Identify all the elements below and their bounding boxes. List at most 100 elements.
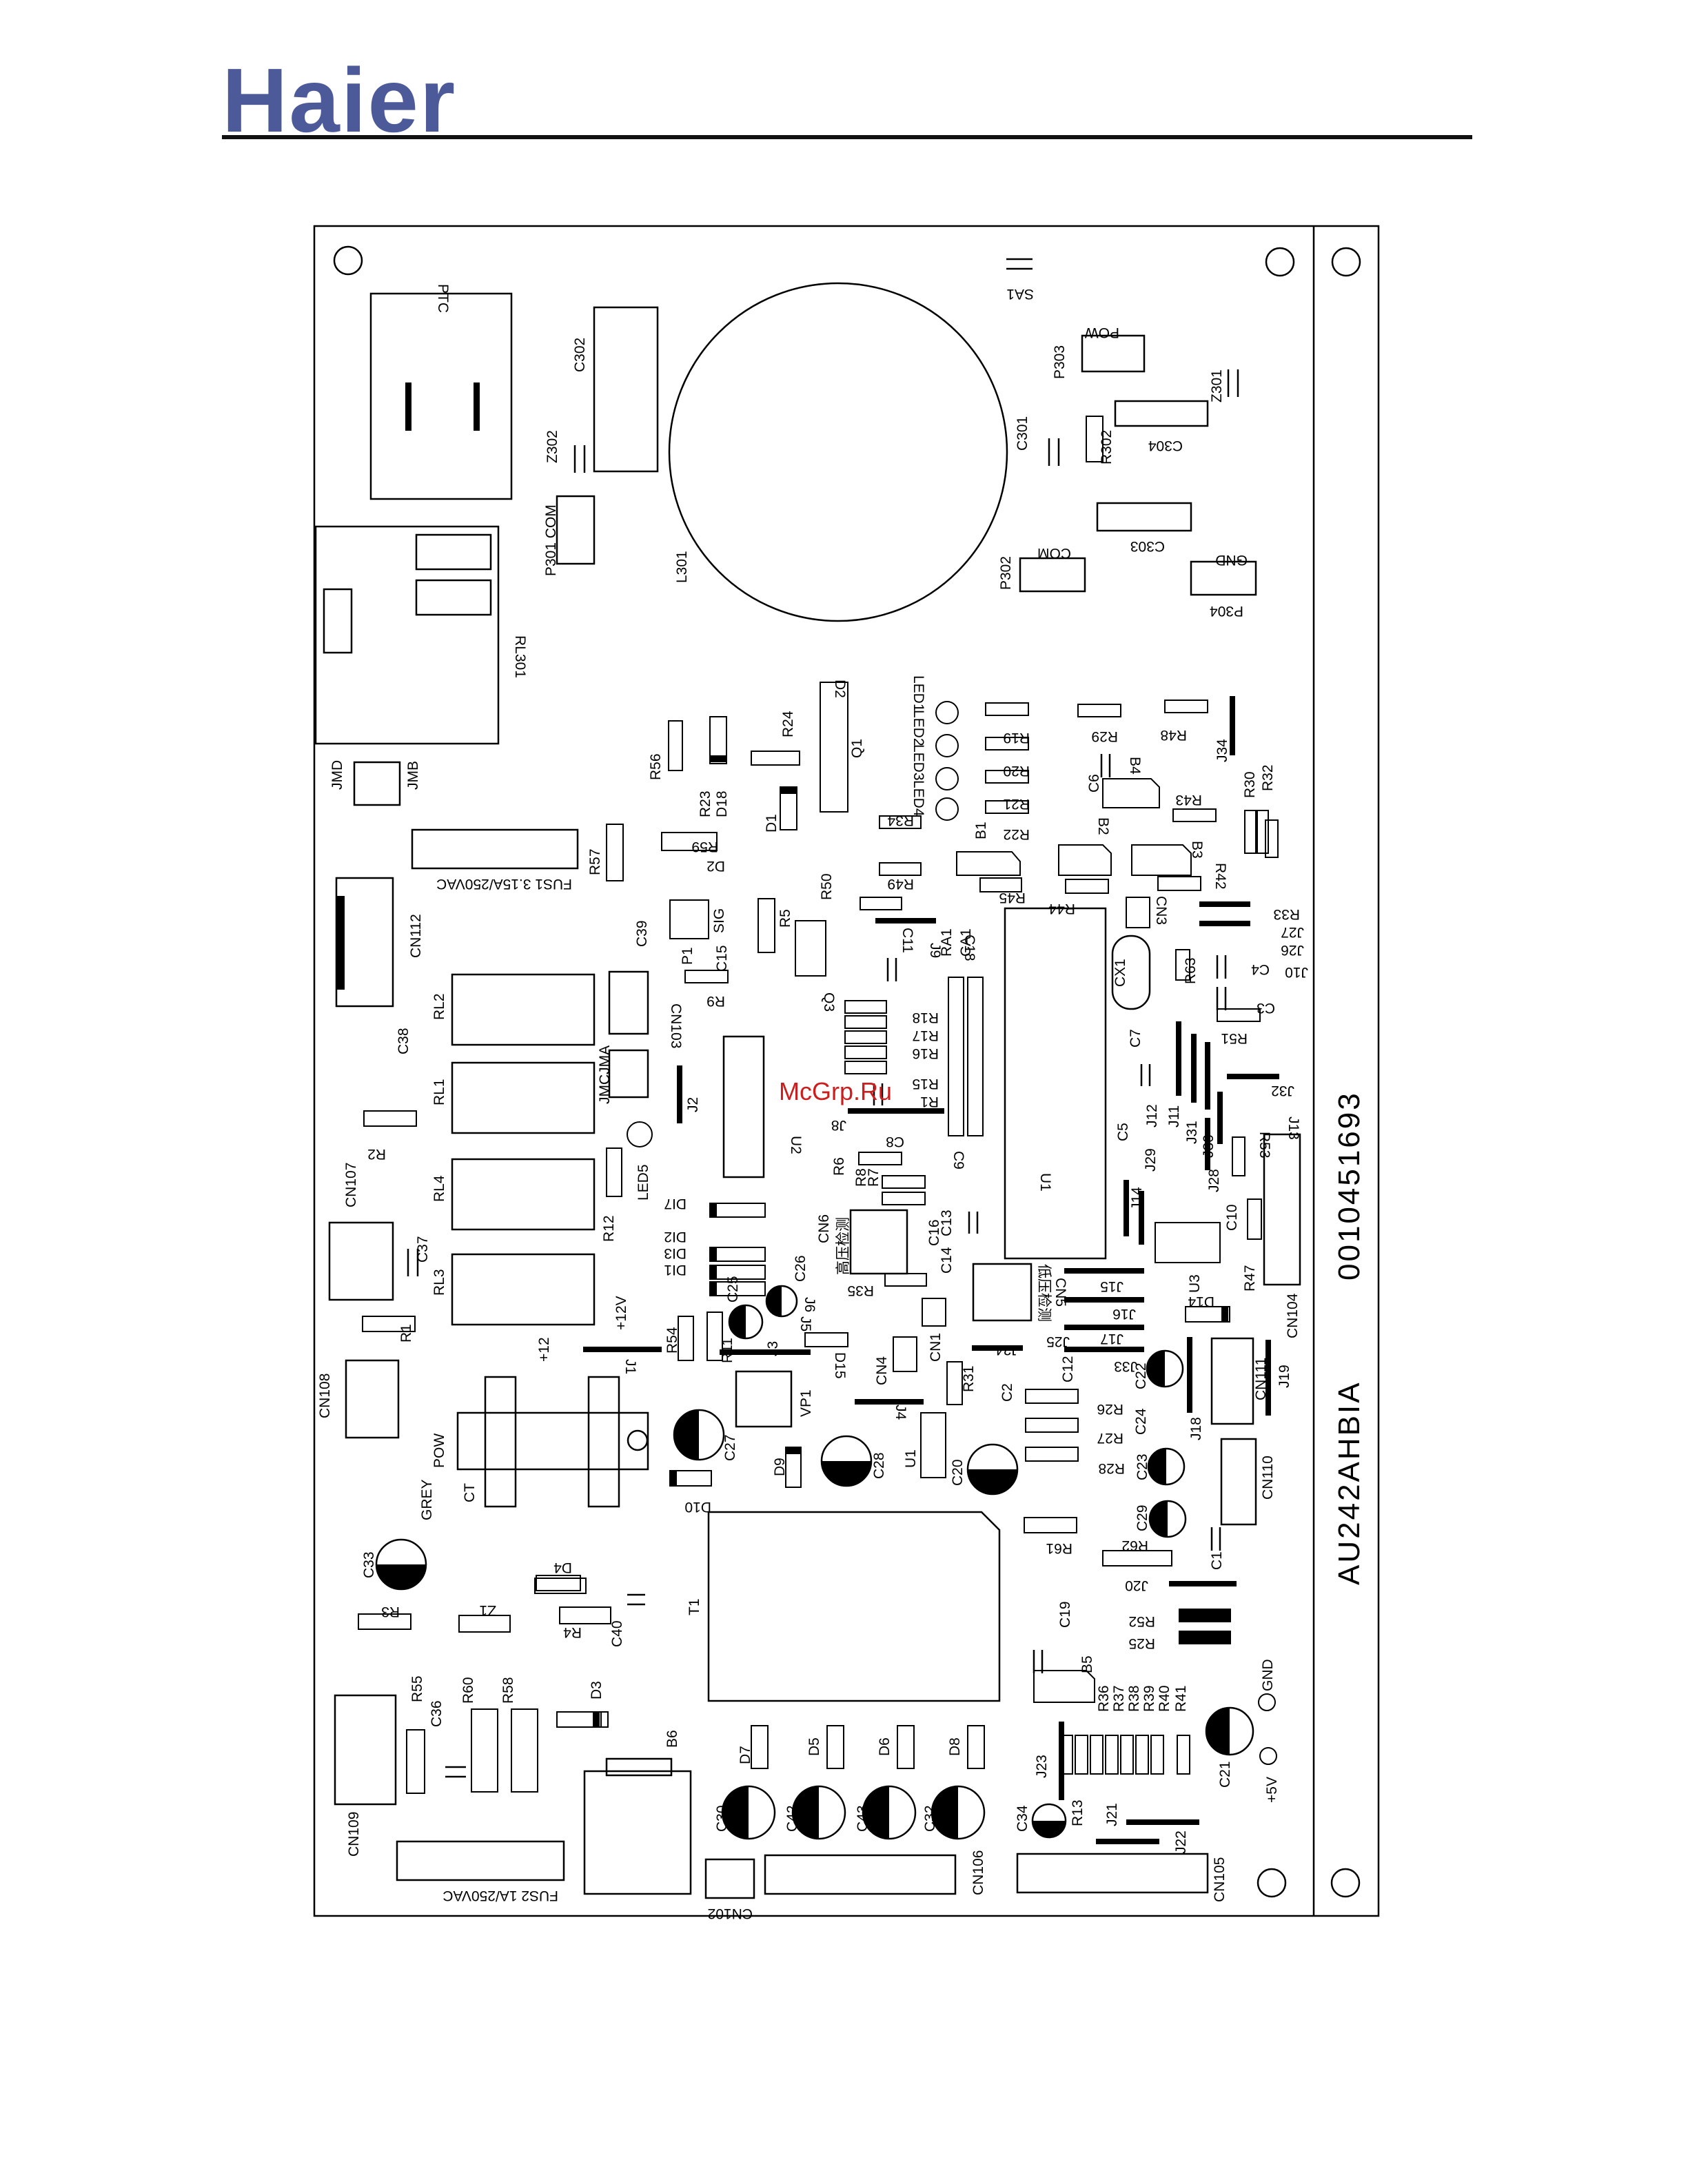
svg-text:R52: R52 bbox=[1128, 1613, 1155, 1629]
cn5-connector bbox=[972, 1263, 1033, 1322]
svg-text:J5: J5 bbox=[797, 1316, 813, 1331]
svg-text:B4: B4 bbox=[1127, 757, 1143, 775]
svg-text:D9: D9 bbox=[772, 1458, 788, 1476]
svg-text:R61: R61 bbox=[1046, 1540, 1072, 1556]
svg-text:RL3: RL3 bbox=[431, 1269, 447, 1296]
ptc-pin bbox=[405, 382, 411, 431]
svg-text:J30: J30 bbox=[1201, 1134, 1217, 1158]
svg-text:R19: R19 bbox=[1003, 730, 1030, 746]
serial-number: 0010451693 bbox=[1332, 1091, 1366, 1280]
rl301-relay bbox=[314, 525, 500, 745]
svg-text:R1: R1 bbox=[920, 1094, 939, 1110]
svg-text:R9: R9 bbox=[706, 993, 725, 1009]
svg-text:C21: C21 bbox=[1217, 1761, 1233, 1788]
cx1-crystal bbox=[1111, 935, 1151, 1010]
svg-text:Q1: Q1 bbox=[849, 739, 865, 758]
svg-text:J33: J33 bbox=[1114, 1358, 1137, 1374]
jmd-jumper bbox=[353, 761, 401, 806]
svg-text:C1: C1 bbox=[1209, 1551, 1225, 1570]
svg-text:R45: R45 bbox=[999, 890, 1026, 906]
svg-text:R41: R41 bbox=[1173, 1685, 1189, 1712]
svg-text:D4: D4 bbox=[553, 1560, 572, 1575]
svg-text:R29: R29 bbox=[1091, 728, 1118, 744]
u2-ic bbox=[722, 1035, 765, 1178]
svg-text:SIG: SIG bbox=[711, 908, 727, 933]
svg-text:J29: J29 bbox=[1143, 1148, 1159, 1172]
svg-text:R25: R25 bbox=[1128, 1635, 1155, 1651]
svg-text:C8: C8 bbox=[886, 1134, 904, 1150]
svg-text:Z301: Z301 bbox=[1209, 369, 1225, 402]
svg-text:CN108: CN108 bbox=[317, 1374, 333, 1418]
cn106-connector bbox=[764, 1854, 957, 1895]
svg-text:CA1: CA1 bbox=[958, 928, 974, 957]
svg-text:Q3: Q3 bbox=[821, 992, 837, 1012]
t1-transformer bbox=[707, 1511, 1001, 1702]
svg-text:C15: C15 bbox=[714, 945, 730, 972]
mounting-hole bbox=[333, 245, 363, 276]
part-number: AU242AHBIA bbox=[1332, 1380, 1366, 1585]
svg-text:C13: C13 bbox=[939, 1210, 955, 1236]
ct-core bbox=[587, 1376, 620, 1508]
cn108-connector bbox=[345, 1359, 400, 1439]
u1b-part bbox=[920, 1412, 946, 1478]
svg-text:J25: J25 bbox=[1046, 1334, 1070, 1349]
c303-body bbox=[1096, 502, 1192, 532]
svg-text:C37: C37 bbox=[415, 1236, 431, 1263]
rl2-relay bbox=[451, 973, 596, 1046]
svg-text:LED5: LED5 bbox=[635, 1164, 651, 1201]
q3-transistor bbox=[795, 920, 826, 977]
ra1-array bbox=[948, 977, 964, 1136]
svg-text:J18: J18 bbox=[1188, 1417, 1204, 1440]
svg-text:J23: J23 bbox=[1034, 1755, 1050, 1778]
com-connector bbox=[1019, 557, 1086, 593]
svg-text:D2: D2 bbox=[832, 680, 848, 698]
svg-text:R47: R47 bbox=[1242, 1265, 1258, 1292]
svg-text:R1: R1 bbox=[398, 1324, 414, 1343]
svg-text:J34: J34 bbox=[1214, 739, 1230, 762]
svg-text:C10: C10 bbox=[1224, 1204, 1240, 1231]
led-indicators bbox=[627, 701, 959, 1147]
svg-text:R57: R57 bbox=[587, 848, 603, 875]
svg-text:C4: C4 bbox=[1251, 961, 1270, 977]
svg-text:GND: GND bbox=[1215, 552, 1248, 568]
svg-text:R37: R37 bbox=[1111, 1685, 1127, 1712]
svg-text:J12: J12 bbox=[1144, 1104, 1160, 1127]
svg-text:R18: R18 bbox=[912, 1010, 939, 1025]
svg-text:RL2: RL2 bbox=[431, 993, 447, 1020]
svg-text:J3: J3 bbox=[765, 1341, 781, 1356]
svg-text:LED3: LED3 bbox=[911, 744, 926, 781]
svg-text:J8: J8 bbox=[831, 1117, 846, 1133]
fus2-fuse bbox=[396, 1840, 565, 1881]
svg-text:R11: R11 bbox=[720, 1338, 735, 1363]
pow-connector bbox=[1081, 334, 1146, 373]
svg-text:POW: POW bbox=[1085, 325, 1119, 340]
svg-text:C29: C29 bbox=[1135, 1504, 1150, 1531]
svg-text:C301: C301 bbox=[1015, 416, 1030, 451]
mounting-hole bbox=[1257, 1868, 1287, 1898]
svg-text:C39: C39 bbox=[634, 920, 650, 947]
svg-text:R51: R51 bbox=[1221, 1030, 1248, 1046]
svg-text:R3: R3 bbox=[381, 1604, 400, 1620]
svg-text:PTC: PTC bbox=[435, 284, 451, 313]
svg-text:R27: R27 bbox=[1097, 1430, 1123, 1446]
svg-text:R302: R302 bbox=[1099, 430, 1115, 465]
u1-ic bbox=[1004, 907, 1107, 1260]
cn4-connector bbox=[893, 1336, 917, 1372]
svg-text:D8: D8 bbox=[947, 1737, 963, 1756]
svg-text:R40: R40 bbox=[1157, 1685, 1172, 1712]
svg-text:R23: R23 bbox=[698, 790, 713, 817]
c304-body bbox=[1114, 400, 1209, 427]
svg-text:J26: J26 bbox=[1281, 942, 1304, 958]
svg-text:P1: P1 bbox=[680, 947, 695, 965]
svg-text:U3: U3 bbox=[1187, 1274, 1203, 1293]
svg-text:JMD: JMD bbox=[329, 760, 345, 790]
svg-text:+12: +12 bbox=[536, 1337, 552, 1362]
svg-text:FUS2 1A/250VAC: FUS2 1A/250VAC bbox=[443, 1888, 558, 1904]
svg-text:VP1: VP1 bbox=[798, 1389, 814, 1417]
svg-text:C36: C36 bbox=[429, 1700, 445, 1727]
plus5v-test-point bbox=[1259, 1747, 1277, 1765]
svg-text:+5V: +5V bbox=[1264, 1777, 1280, 1803]
svg-text:C38: C38 bbox=[396, 1028, 411, 1054]
svg-text:C22: C22 bbox=[1133, 1363, 1149, 1389]
haier-logo: Haier bbox=[222, 50, 457, 151]
